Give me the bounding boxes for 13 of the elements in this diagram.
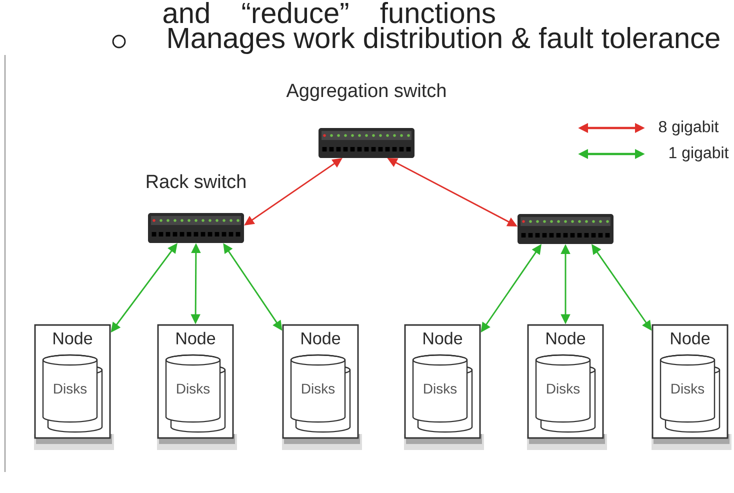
bullet-text: and “reduce” functions <box>164 2 495 24</box>
switch-heading: Rack switch <box>146 174 246 188</box>
disk-cylinder: Disks <box>165 354 226 433</box>
network-switch <box>518 214 614 244</box>
legend-label: 8 gigabit <box>658 120 719 136</box>
switch-heading: Aggregation switch <box>286 83 446 101</box>
disk-cylinder: Disks <box>535 354 596 433</box>
disk-cylinder: Disks <box>290 354 351 433</box>
disk-cylinder: Disks <box>412 354 473 433</box>
disk-cylinder: Disks <box>660 354 720 433</box>
legend-label: 1 gigabit <box>670 146 729 162</box>
bullet-text: Manages work distribution & fault tolerance <box>168 26 720 54</box>
disk-cylinder: Disks <box>42 354 103 433</box>
